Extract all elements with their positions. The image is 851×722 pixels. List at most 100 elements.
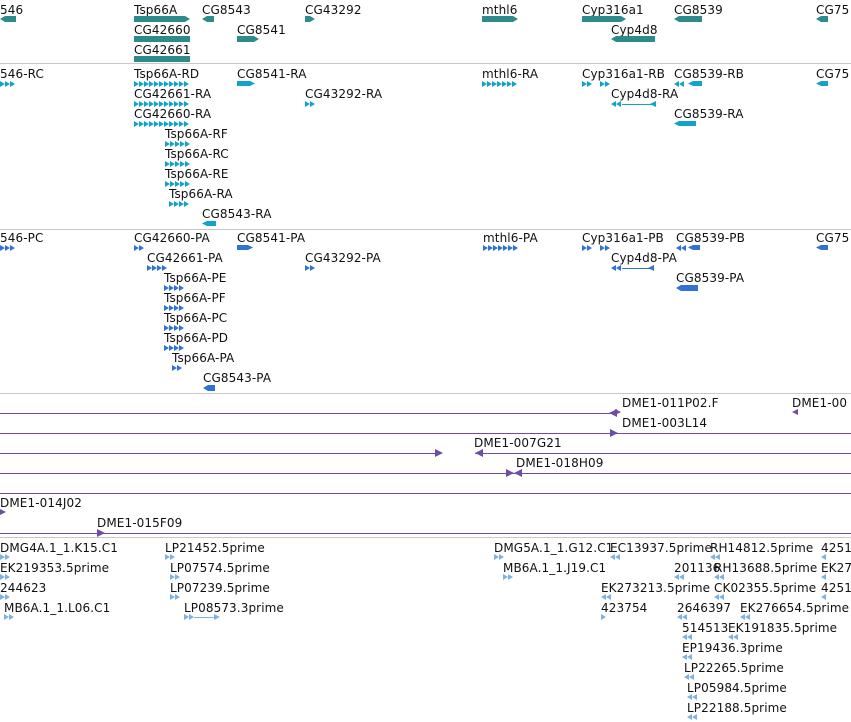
feature-label[interactable]: CG75 <box>816 231 850 245</box>
feature-label[interactable]: EK273213.5prime <box>601 581 711 595</box>
clone-span-line[interactable] <box>0 433 851 434</box>
feature-label[interactable]: CG42661 <box>134 43 191 57</box>
feature-label[interactable]: CG75 <box>816 67 850 81</box>
feature-label[interactable]: MB6A.1_1.L06.C1 <box>4 601 111 615</box>
feature-glyph[interactable] <box>170 574 182 582</box>
feature-label[interactable]: Cyp4d8-PA <box>611 251 677 265</box>
feature-glyph[interactable] <box>134 245 150 253</box>
clone-span-line[interactable] <box>0 493 851 494</box>
feature-label[interactable]: 244623 <box>0 581 47 595</box>
feature-glyph[interactable] <box>0 16 18 24</box>
feature-glyph[interactable] <box>165 554 179 562</box>
feature-label[interactable]: LP07239.5prime <box>170 581 270 595</box>
feature-label[interactable]: EC13937.5prime <box>610 541 712 555</box>
feature-glyph[interactable] <box>728 634 740 642</box>
feature-label[interactable]: 2646397 <box>677 601 732 615</box>
feature-label[interactable]: 201136 <box>674 561 721 575</box>
feature-glyph[interactable] <box>610 429 619 438</box>
feature-glyph[interactable] <box>687 714 701 722</box>
feature-glyph[interactable] <box>164 285 186 293</box>
feature-label[interactable]: RH14812.5prime <box>710 541 814 555</box>
feature-glyph[interactable] <box>674 121 698 128</box>
feature-label[interactable]: EK27 <box>821 561 851 575</box>
feature-glyph[interactable] <box>582 16 628 24</box>
feature-label[interactable]: CG8543-PA <box>203 371 272 385</box>
feature-label[interactable]: CG8541 <box>237 23 286 37</box>
feature-glyph[interactable] <box>740 614 752 622</box>
feature-glyph[interactable] <box>164 345 186 353</box>
feature-glyph[interactable] <box>305 101 321 109</box>
feature-label[interactable]: CG42661-PA <box>147 251 223 265</box>
feature-label[interactable]: CG42660-PA <box>134 231 210 245</box>
feature-glyph[interactable] <box>821 574 831 582</box>
feature-glyph[interactable] <box>714 594 726 602</box>
feature-label[interactable]: LP08573.3prime <box>184 601 284 615</box>
feature-glyph[interactable] <box>435 449 444 458</box>
feature-glyph[interactable] <box>682 634 694 642</box>
feature-label[interactable]: EK191835.5prime <box>728 621 838 635</box>
feature-label[interactable]: EK276654.5prime <box>740 601 850 615</box>
feature-glyph[interactable] <box>164 325 186 333</box>
feature-glyph[interactable] <box>714 574 726 582</box>
feature-label[interactable]: DME1-003L14 <box>622 416 708 430</box>
clone-span-line[interactable] <box>0 533 851 534</box>
feature-glyph[interactable] <box>172 365 188 373</box>
feature-label[interactable]: CG75 <box>816 3 850 17</box>
feature-glyph[interactable] <box>237 36 261 44</box>
feature-label[interactable]: Tsp66A-PC <box>164 311 228 325</box>
feature-glyph[interactable] <box>674 574 686 582</box>
feature-label[interactable]: CG42661-RA <box>134 87 212 101</box>
feature-glyph[interactable] <box>165 181 193 189</box>
feature-label[interactable]: EP19436.3prime <box>682 641 783 655</box>
feature-glyph[interactable] <box>184 614 196 622</box>
feature-label[interactable]: mthl6-RA <box>482 67 539 81</box>
feature-label[interactable]: 423754 <box>601 601 648 615</box>
feature-label[interactable]: Cyp316a1 <box>582 3 644 17</box>
feature-label[interactable]: Cyp4d8 <box>611 23 658 37</box>
feature-glyph[interactable] <box>688 81 704 88</box>
feature-glyph[interactable] <box>514 469 523 478</box>
feature-glyph[interactable] <box>582 81 596 89</box>
feature-glyph[interactable] <box>214 614 221 621</box>
feature-glyph[interactable] <box>165 161 193 169</box>
feature-glyph[interactable] <box>475 449 484 458</box>
clone-span-line[interactable] <box>475 453 851 454</box>
feature-glyph[interactable] <box>134 81 193 89</box>
feature-glyph[interactable] <box>582 245 596 253</box>
feature-label[interactable]: CG8539-PA <box>676 271 745 285</box>
feature-label[interactable]: CG8539-RA <box>674 107 744 121</box>
feature-glyph[interactable] <box>4 614 16 622</box>
feature-glyph[interactable] <box>483 245 521 253</box>
feature-glyph[interactable] <box>134 36 192 44</box>
feature-glyph[interactable] <box>821 554 831 562</box>
feature-label[interactable]: Tsp66A-RA <box>169 187 233 201</box>
feature-label[interactable]: MB6A.1_1.J19.C1 <box>503 561 607 575</box>
feature-label[interactable]: DME1-015F09 <box>97 516 183 530</box>
feature-glyph[interactable] <box>674 81 688 89</box>
feature-label[interactable]: Cyp316a1-RB <box>582 67 665 81</box>
feature-glyph[interactable] <box>601 614 611 622</box>
feature-glyph[interactable] <box>503 574 519 582</box>
feature-glyph[interactable] <box>237 81 257 88</box>
feature-glyph[interactable] <box>682 654 694 662</box>
feature-label[interactable]: 546-PC <box>0 231 44 245</box>
feature-glyph[interactable] <box>611 36 657 44</box>
feature-label[interactable]: CG8539-PB <box>676 231 745 245</box>
clone-span-line[interactable] <box>0 453 440 454</box>
feature-label[interactable]: CK02355.5prime <box>714 581 817 595</box>
feature-glyph[interactable] <box>611 265 625 273</box>
clone-span-line[interactable] <box>194 617 214 618</box>
feature-label[interactable]: Cyp4d8-RA <box>611 87 679 101</box>
feature-glyph[interactable] <box>648 265 655 272</box>
feature-glyph[interactable] <box>674 16 704 24</box>
feature-label[interactable]: Tsp66A-PA <box>172 351 235 365</box>
feature-glyph[interactable] <box>165 141 193 149</box>
feature-glyph[interactable] <box>710 554 722 562</box>
feature-glyph[interactable] <box>687 694 701 702</box>
feature-label[interactable]: DME1-00 <box>792 396 848 410</box>
feature-glyph[interactable] <box>650 101 657 108</box>
feature-label[interactable]: RH13688.5prime <box>714 561 818 575</box>
feature-label[interactable]: Cyp316a1-PB <box>582 231 664 245</box>
feature-label[interactable]: CG8539-RB <box>674 67 745 81</box>
feature-label[interactable]: LP05984.5prime <box>687 681 787 695</box>
